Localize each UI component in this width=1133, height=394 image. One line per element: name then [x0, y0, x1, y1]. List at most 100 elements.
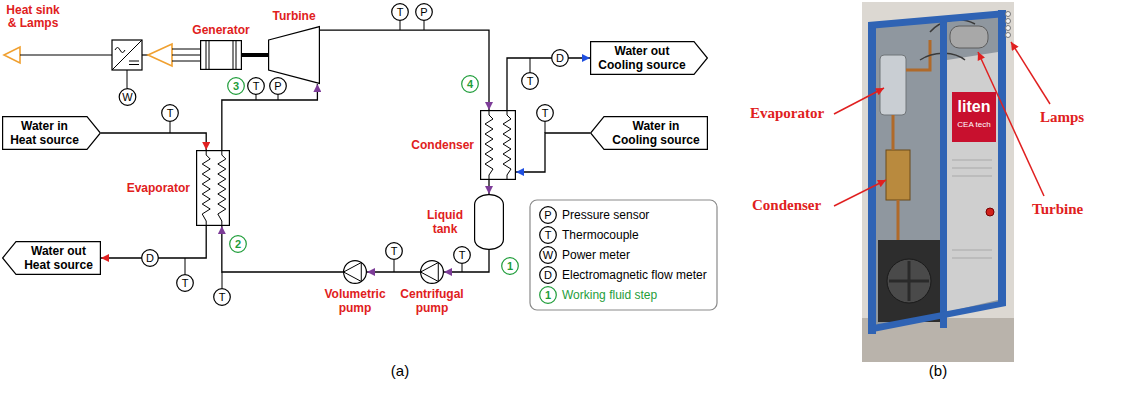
step-circle: [230, 236, 247, 253]
pipe: [101, 133, 206, 150]
legend-sample: [540, 227, 557, 244]
node-label: Water outHeat source: [2, 241, 101, 275]
photo-background: [862, 2, 1014, 362]
thermocouple: T: [521, 72, 539, 90]
node-label: Centrifugal pump: [394, 287, 470, 315]
node-label: T: [391, 3, 409, 21]
centrifugal-pump: Centrifugal pump: [420, 260, 444, 284]
generator-windings: [206, 40, 236, 70]
node-label: Generator: [192, 23, 249, 37]
node-text: P: [274, 80, 281, 92]
sensor-circle: [162, 105, 179, 122]
three-phase-wires: [172, 49, 200, 61]
node-label: 2: [229, 235, 247, 253]
label-box: Condenser: [752, 196, 821, 214]
sensor-stub: [462, 264, 463, 272]
sensor-circle: [522, 73, 539, 90]
node-label: 1: [501, 257, 519, 275]
legend-sample: [540, 207, 557, 224]
emergency-stop: [986, 208, 994, 216]
node-text: Water in: [633, 119, 680, 133]
step-number: 2: [229, 235, 247, 253]
turbine: Turbine: [268, 26, 320, 84]
thermocouple: T: [536, 104, 554, 122]
node-label: 3: [227, 77, 245, 95]
node-label: Water inCooling source: [590, 116, 708, 150]
exchanger-coil: [202, 150, 210, 226]
sensor-circle: [248, 78, 265, 95]
node-outline: [200, 40, 242, 70]
node-text: P: [420, 6, 427, 18]
panel-louvers: [952, 160, 992, 258]
node-label: P: [269, 77, 287, 95]
fan-blades: [889, 261, 929, 301]
node-text: T: [527, 75, 534, 87]
node-label: 4: [461, 75, 479, 93]
frame-beam: [868, 10, 1006, 29]
node-outline: [480, 110, 516, 180]
node-label: T: [536, 104, 554, 122]
node-label: W: [118, 88, 137, 106]
generator: Generator: [200, 40, 242, 70]
node-text: Water out: [615, 44, 670, 58]
node-text: 2: [235, 238, 241, 250]
sign-logo: liten: [958, 98, 991, 116]
node-label: Water inHeat source: [2, 116, 101, 150]
lamp: [1006, 26, 1011, 31]
frame-post: [940, 16, 947, 328]
sensor-circle: [386, 243, 403, 260]
sensor-circle: [142, 250, 159, 267]
thermocouple: T: [247, 77, 265, 95]
power-line: [20, 54, 112, 55]
node-text: T: [253, 80, 260, 92]
node-label: T: [161, 104, 179, 122]
label-box: T: [539, 226, 557, 244]
node-label: Water outCooling source: [590, 41, 708, 75]
pump-casing: [421, 261, 444, 284]
node-text: 4: [467, 78, 473, 90]
legend-symbol-letter: T: [545, 229, 552, 241]
sensor-stub: [185, 258, 186, 274]
dc-symbol: [129, 61, 139, 65]
component-name: Generator: [192, 23, 249, 37]
sensor-circle: [454, 247, 471, 264]
output-triangle: [4, 47, 20, 63]
inverter-box: [112, 40, 142, 70]
thermocouple: T: [391, 3, 409, 21]
volumetric-pump: Volumetric pump: [343, 260, 367, 284]
legend-sample: [540, 247, 557, 264]
frame-beam: [868, 300, 1006, 333]
fan: [887, 259, 931, 303]
thermocouple: T: [453, 246, 471, 264]
exchanger-body: [481, 111, 516, 180]
thermocouple: T: [385, 242, 403, 260]
node-text: W: [122, 91, 132, 103]
sensor-circle: [119, 89, 136, 106]
node-text: Heat source: [10, 133, 79, 147]
frame-post: [998, 10, 1006, 306]
liquid-tank: Liquid tank: [474, 194, 504, 250]
leader-arrow: [834, 180, 886, 206]
leader-arrow: [834, 88, 884, 114]
legend-symbol-letter: P: [544, 209, 551, 221]
pipe: [488, 180, 489, 194]
lamp: [1006, 33, 1011, 38]
label-box: P: [539, 206, 557, 224]
component-name: Evaporator: [127, 181, 190, 195]
heat-sink: [878, 240, 940, 322]
step-number: 1: [501, 257, 519, 275]
copper-pipe: [893, 40, 930, 240]
legend-text: Electromagnetic flow meter: [562, 267, 707, 283]
exchanger-body: [197, 151, 230, 226]
turbine-housing: [950, 26, 988, 48]
exchanger-coil: [503, 110, 511, 180]
node-label: Condenser: [411, 138, 474, 152]
photo-callout: Evaporator: [750, 104, 824, 122]
exchanger-coil: [218, 150, 226, 226]
legend: [530, 200, 717, 310]
label-box: W: [539, 246, 557, 264]
water-outlet-arrow: Water outHeat source: [2, 241, 101, 275]
pump-symbol: [421, 263, 439, 282]
pump-casing: [344, 261, 367, 284]
